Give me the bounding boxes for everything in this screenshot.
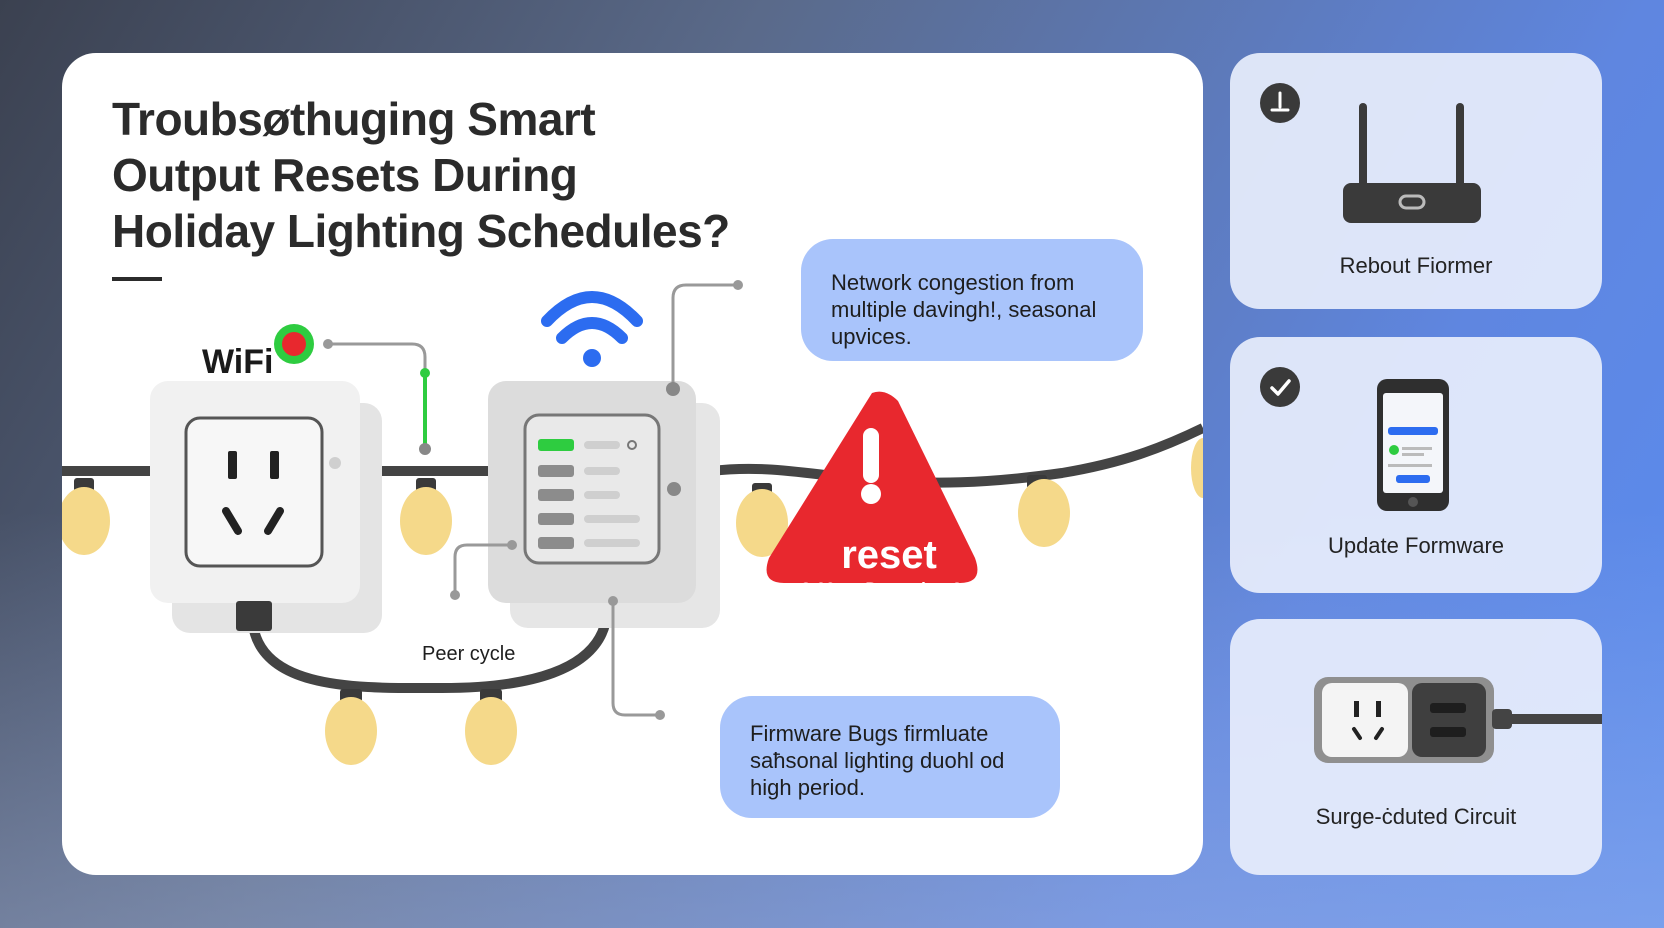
card-label: Rebout Fiormer bbox=[1339, 253, 1493, 278]
page-title: Troubsøthuging Smart Output Resets Durin… bbox=[112, 91, 752, 259]
bulb bbox=[1191, 438, 1203, 498]
firmware-bugs-callout: Firmware Bugs firmluate saħsonal lightin… bbox=[720, 696, 1060, 818]
main-diagram-card: Troubsøthuging Smart Output Resets Durin… bbox=[62, 53, 1203, 875]
reset-label: reset bbox=[841, 533, 937, 577]
connector-line bbox=[453, 543, 512, 595]
update-firmware-card[interactable]: Update Formware bbox=[1230, 337, 1602, 593]
bulb bbox=[62, 478, 110, 555]
title-line-2: Output Resets During bbox=[112, 149, 578, 201]
checkmark-icon bbox=[1260, 367, 1300, 407]
lighting-diagram bbox=[62, 280, 1203, 765]
title-line-3: Holiday Lighting Schedules? bbox=[112, 205, 730, 257]
peer-cycle-label: Peer cycle bbox=[422, 643, 516, 665]
card-label: Surge-ċduted Circuit bbox=[1315, 804, 1517, 829]
smart-plug bbox=[150, 381, 382, 633]
connector-line bbox=[611, 601, 660, 717]
wifi-signal-icon bbox=[541, 291, 643, 367]
reset-alert-icon bbox=[766, 391, 978, 583]
title-underline bbox=[112, 277, 162, 281]
card-label: Update Formware bbox=[1327, 533, 1505, 558]
bulb bbox=[325, 689, 377, 765]
reset-time-label: 8:00pm December 24t bbox=[801, 579, 977, 598]
bulb bbox=[736, 483, 788, 557]
callout-text: Network congestion from multiple davingh… bbox=[831, 270, 1097, 349]
surge-circuit-card[interactable]: Surge-ċduted Circuit bbox=[1230, 619, 1602, 875]
power-icon bbox=[1260, 83, 1300, 123]
hub-device bbox=[488, 381, 720, 628]
connector-line bbox=[328, 342, 427, 449]
power-strip-icon bbox=[1314, 677, 1602, 763]
lower-wire bbox=[247, 612, 612, 694]
smartphone-icon bbox=[1377, 379, 1449, 511]
wifi-status-indicator bbox=[274, 324, 314, 364]
bulb bbox=[1018, 475, 1070, 547]
router-icon bbox=[1343, 103, 1481, 223]
bulb bbox=[465, 689, 517, 765]
network-congestion-callout: Network congestion from multiple davingh… bbox=[801, 239, 1143, 361]
reboot-firmware-card[interactable]: Rebout Fiormer bbox=[1230, 53, 1602, 309]
title-line-1: Troubsøthuging Smart bbox=[112, 93, 596, 145]
wifi-label: WiFi bbox=[202, 343, 274, 381]
connector-line bbox=[671, 283, 738, 389]
callout-text: Firmware Bugs firmluate saħsonal lightin… bbox=[750, 721, 1005, 800]
bulb bbox=[400, 478, 452, 555]
